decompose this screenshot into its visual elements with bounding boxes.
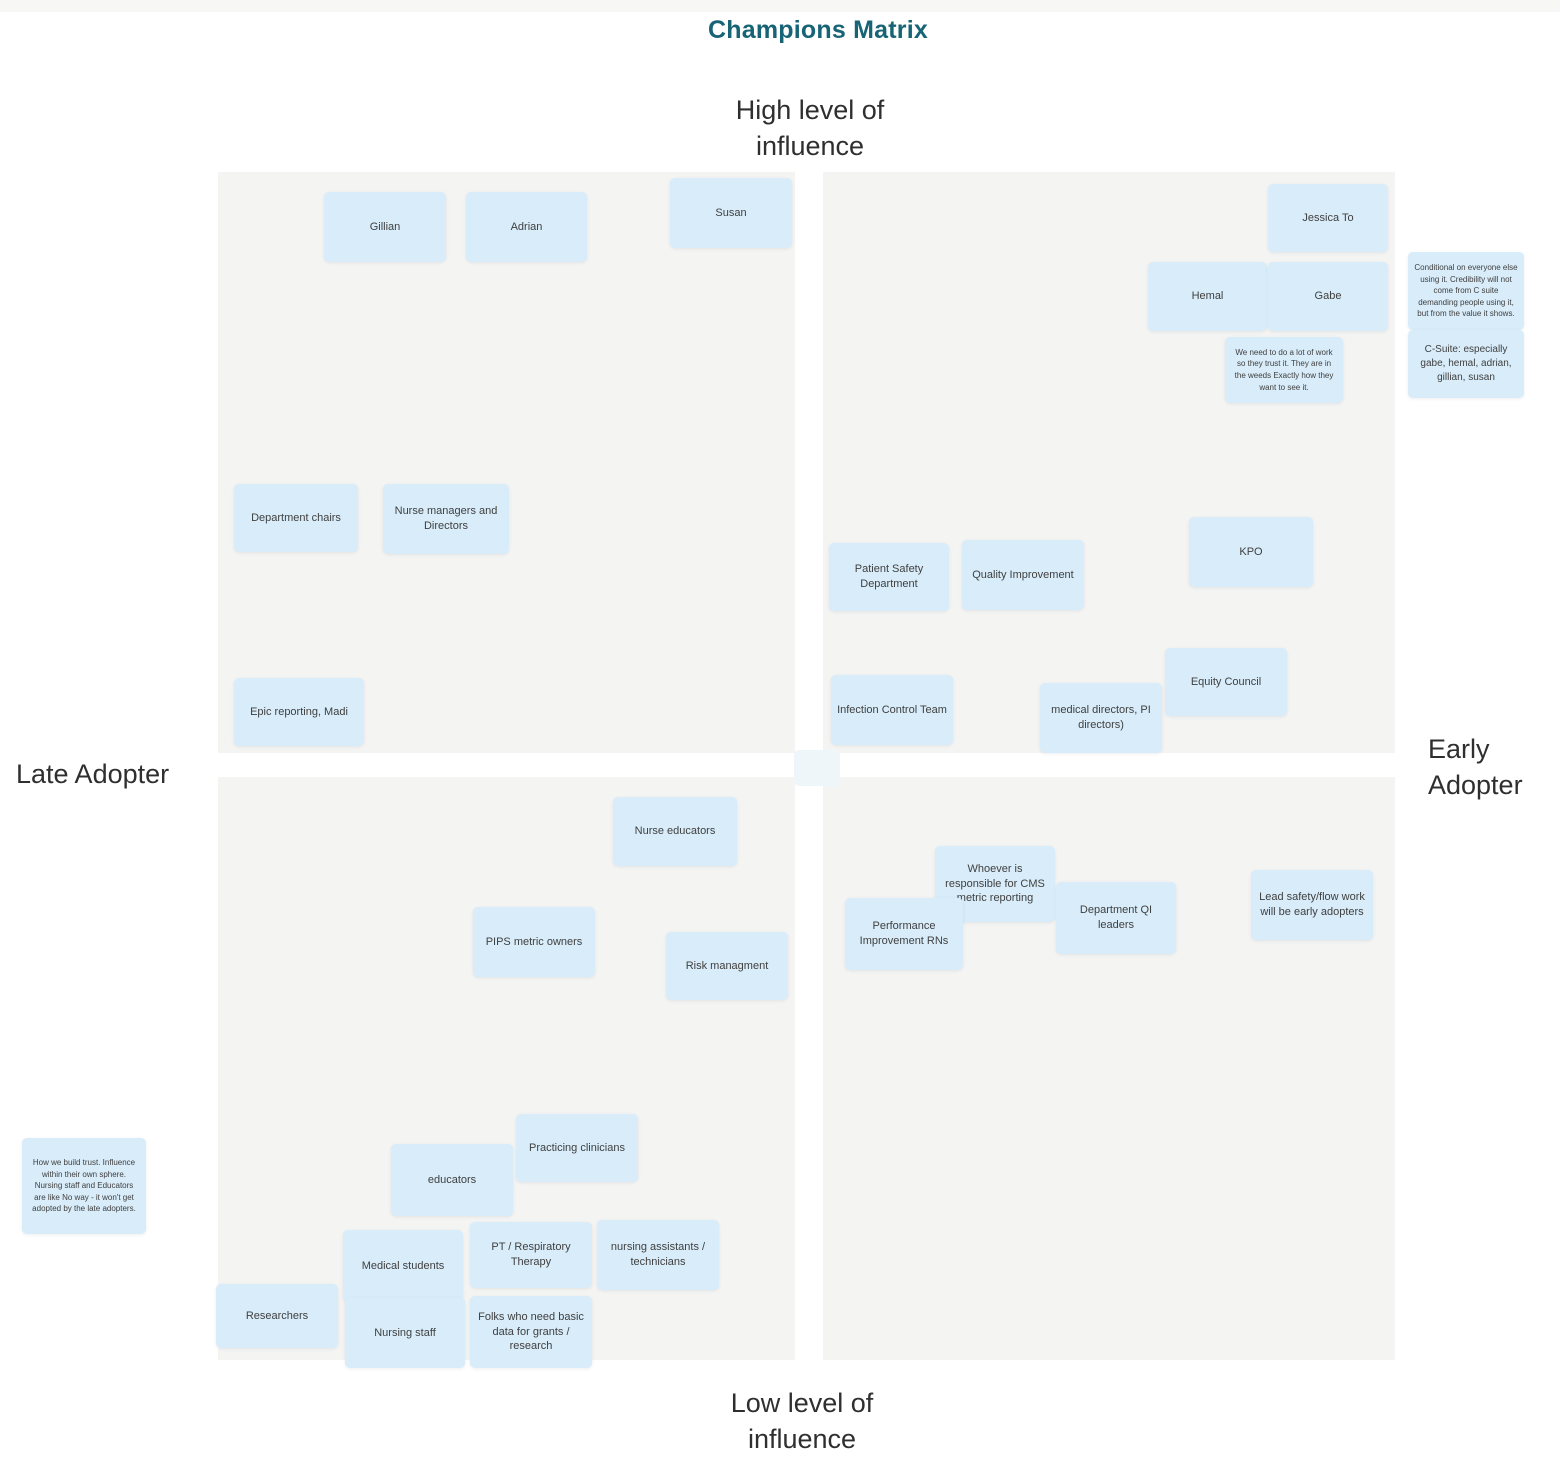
axis-label-high-influence: High level of influence	[735, 95, 885, 161]
sticky-note[interactable]: Adrian	[466, 192, 587, 262]
sticky-note[interactable]: Infection Control Team	[831, 675, 953, 745]
sticky-note[interactable]: Nurse educators	[613, 797, 737, 866]
sticky-note[interactable]: PIPS metric owners	[473, 907, 595, 977]
top-edge-band	[0, 0, 1560, 12]
sticky-note[interactable]: Risk managment	[666, 932, 788, 1000]
page-title: Champions Matrix	[708, 16, 928, 44]
sticky-note[interactable]: How we build trust. Influence within the…	[22, 1138, 146, 1234]
sticky-note[interactable]: Department QI leaders	[1056, 882, 1176, 954]
sticky-note[interactable]: PT / Respiratory Therapy	[470, 1222, 592, 1288]
sticky-note[interactable]: Researchers	[216, 1284, 338, 1348]
sticky-note[interactable]: Nursing staff	[345, 1298, 465, 1368]
quadrant-top-left	[218, 172, 795, 753]
sticky-note[interactable]: nursing assistants / technicians	[597, 1220, 719, 1290]
sticky-note[interactable]: Practicing clinicians	[516, 1114, 638, 1182]
quadrant-bottom-right	[823, 777, 1395, 1360]
sticky-note[interactable]: Conditional on everyone else using it. C…	[1408, 252, 1524, 330]
sticky-note[interactable]: medical directors, PI directors)	[1040, 683, 1162, 753]
sticky-note[interactable]: Susan	[670, 178, 792, 248]
axis-label-late-adopter: Late Adopter	[16, 759, 170, 789]
sticky-note[interactable]: Department chairs	[234, 484, 358, 552]
sticky-note[interactable]: Jessica To	[1268, 184, 1388, 252]
sticky-note[interactable]: Equity Council	[1165, 648, 1287, 716]
axis-label-early-adopter: Early Adopter	[1428, 734, 1523, 800]
sticky-note[interactable]: Lead safety/flow work will be early adop…	[1251, 870, 1373, 940]
sticky-note[interactable]: Performance Improvement RNs	[845, 898, 963, 970]
sticky-note[interactable]: Gillian	[324, 192, 446, 262]
sticky-note[interactable]: C-Suite: especially gabe, hemal, adrian,…	[1408, 330, 1524, 398]
quadrant-top-right	[823, 172, 1395, 753]
sticky-note[interactable]: Hemal	[1148, 262, 1267, 331]
sticky-note[interactable]: Epic reporting, Madi	[234, 678, 364, 746]
sticky-note[interactable]: Gabe	[1268, 262, 1388, 331]
sticky-note[interactable]: We need to do a lot of work so they trus…	[1225, 337, 1343, 403]
sticky-note[interactable]: Nurse managers and Directors	[383, 484, 509, 554]
sticky-note[interactable]: KPO	[1189, 517, 1313, 587]
sticky-note[interactable]: Patient Safety Department	[829, 543, 949, 611]
sticky-note[interactable]: Medical students	[343, 1230, 463, 1302]
empty-sticky-note[interactable]	[794, 750, 840, 786]
sticky-note[interactable]: educators	[391, 1144, 513, 1216]
sticky-note[interactable]: Folks who need basic data for grants / r…	[470, 1296, 592, 1368]
axis-label-low-influence: Low level of influence	[730, 1388, 874, 1454]
sticky-note[interactable]: Quality Improvement	[962, 540, 1084, 610]
